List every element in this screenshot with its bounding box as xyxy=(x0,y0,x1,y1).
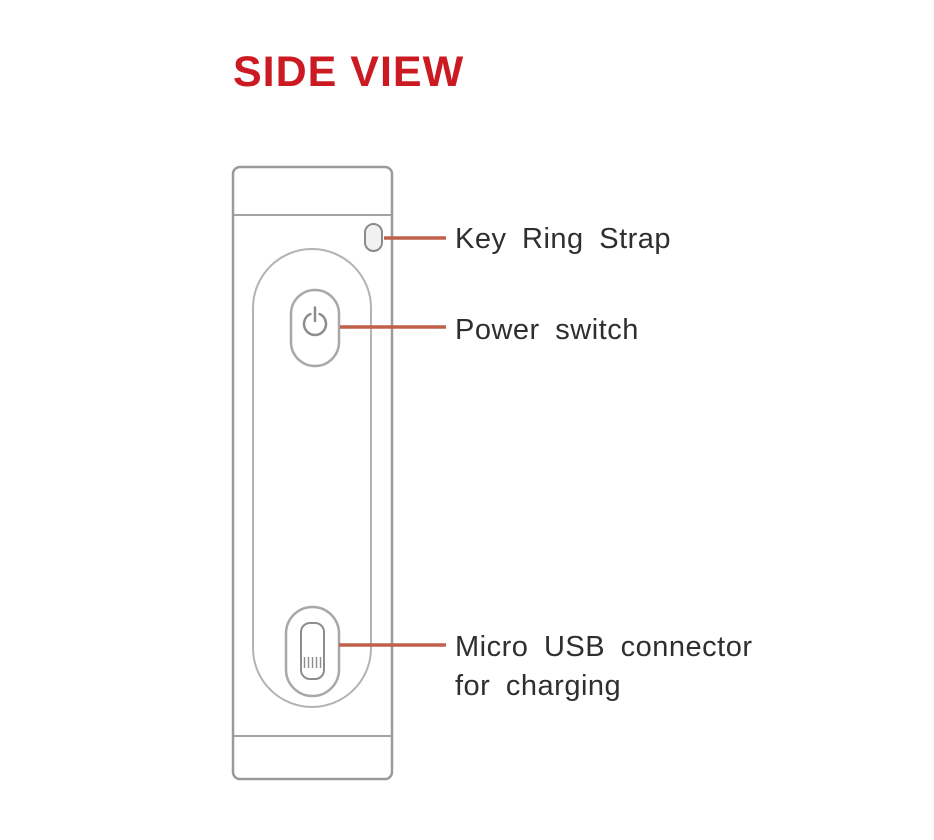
micro-usb-connector-shape xyxy=(300,622,325,680)
callout-label-micro-usb: Micro USB connector for charging xyxy=(455,628,815,706)
power-switch-shape xyxy=(289,288,341,368)
micro-usb-pins xyxy=(303,657,322,668)
diagram-title: SIDE VIEW xyxy=(233,48,465,96)
power-icon xyxy=(302,306,328,337)
callout-label-micro-usb-line1: Micro USB connector xyxy=(455,631,753,663)
key-ring-strap-shape xyxy=(364,223,383,252)
device-face-panel xyxy=(252,248,372,708)
callout-label-key-ring-strap: Key Ring Strap xyxy=(455,223,672,255)
callout-label-power-switch: Power switch xyxy=(455,314,639,346)
callout-label-micro-usb-line2: for charging xyxy=(455,670,622,702)
